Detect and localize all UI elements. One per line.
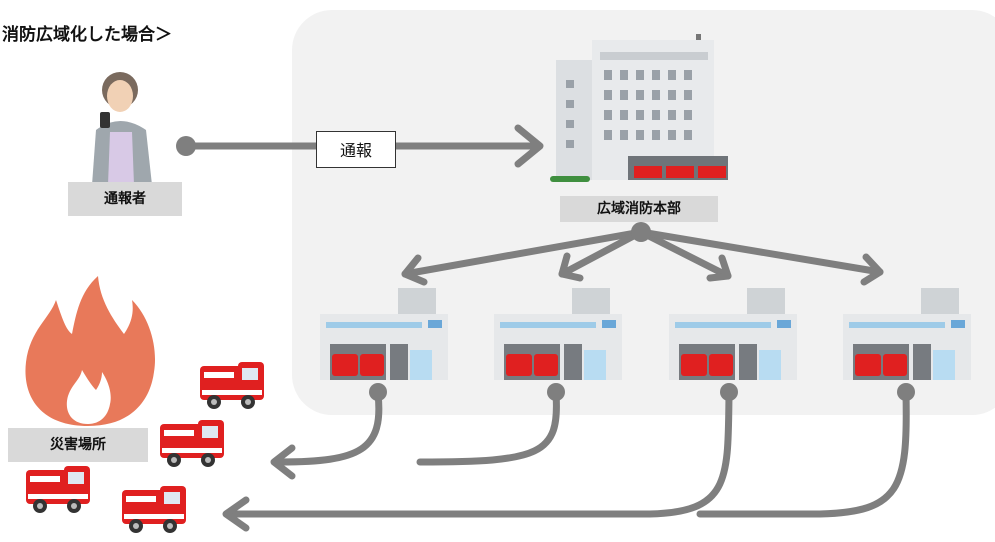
disaster-site-label: 災害場所 (8, 428, 148, 462)
fire-truck-1-icon (200, 362, 264, 409)
dispatch-hub (631, 222, 651, 242)
report-label: 通報 (316, 131, 396, 168)
station-2-node (547, 383, 565, 401)
fire-truck-2-icon (160, 420, 224, 467)
fire-truck-3-icon (26, 466, 90, 513)
page-title: 消防広域化した場合＞ (2, 25, 172, 45)
caller-person-icon (92, 72, 152, 185)
caller-label: 通報者 (68, 182, 182, 216)
station-4-node (897, 383, 915, 401)
station-1-node (369, 383, 387, 401)
hq-label: 広域消防本部 (560, 196, 718, 222)
flame-icon (25, 276, 156, 426)
dispatch-arrows (401, 228, 884, 286)
fire-truck-4-icon (122, 486, 186, 533)
hq-building-icon (550, 34, 728, 182)
response-routes (222, 390, 910, 532)
station-3-node (720, 383, 738, 401)
